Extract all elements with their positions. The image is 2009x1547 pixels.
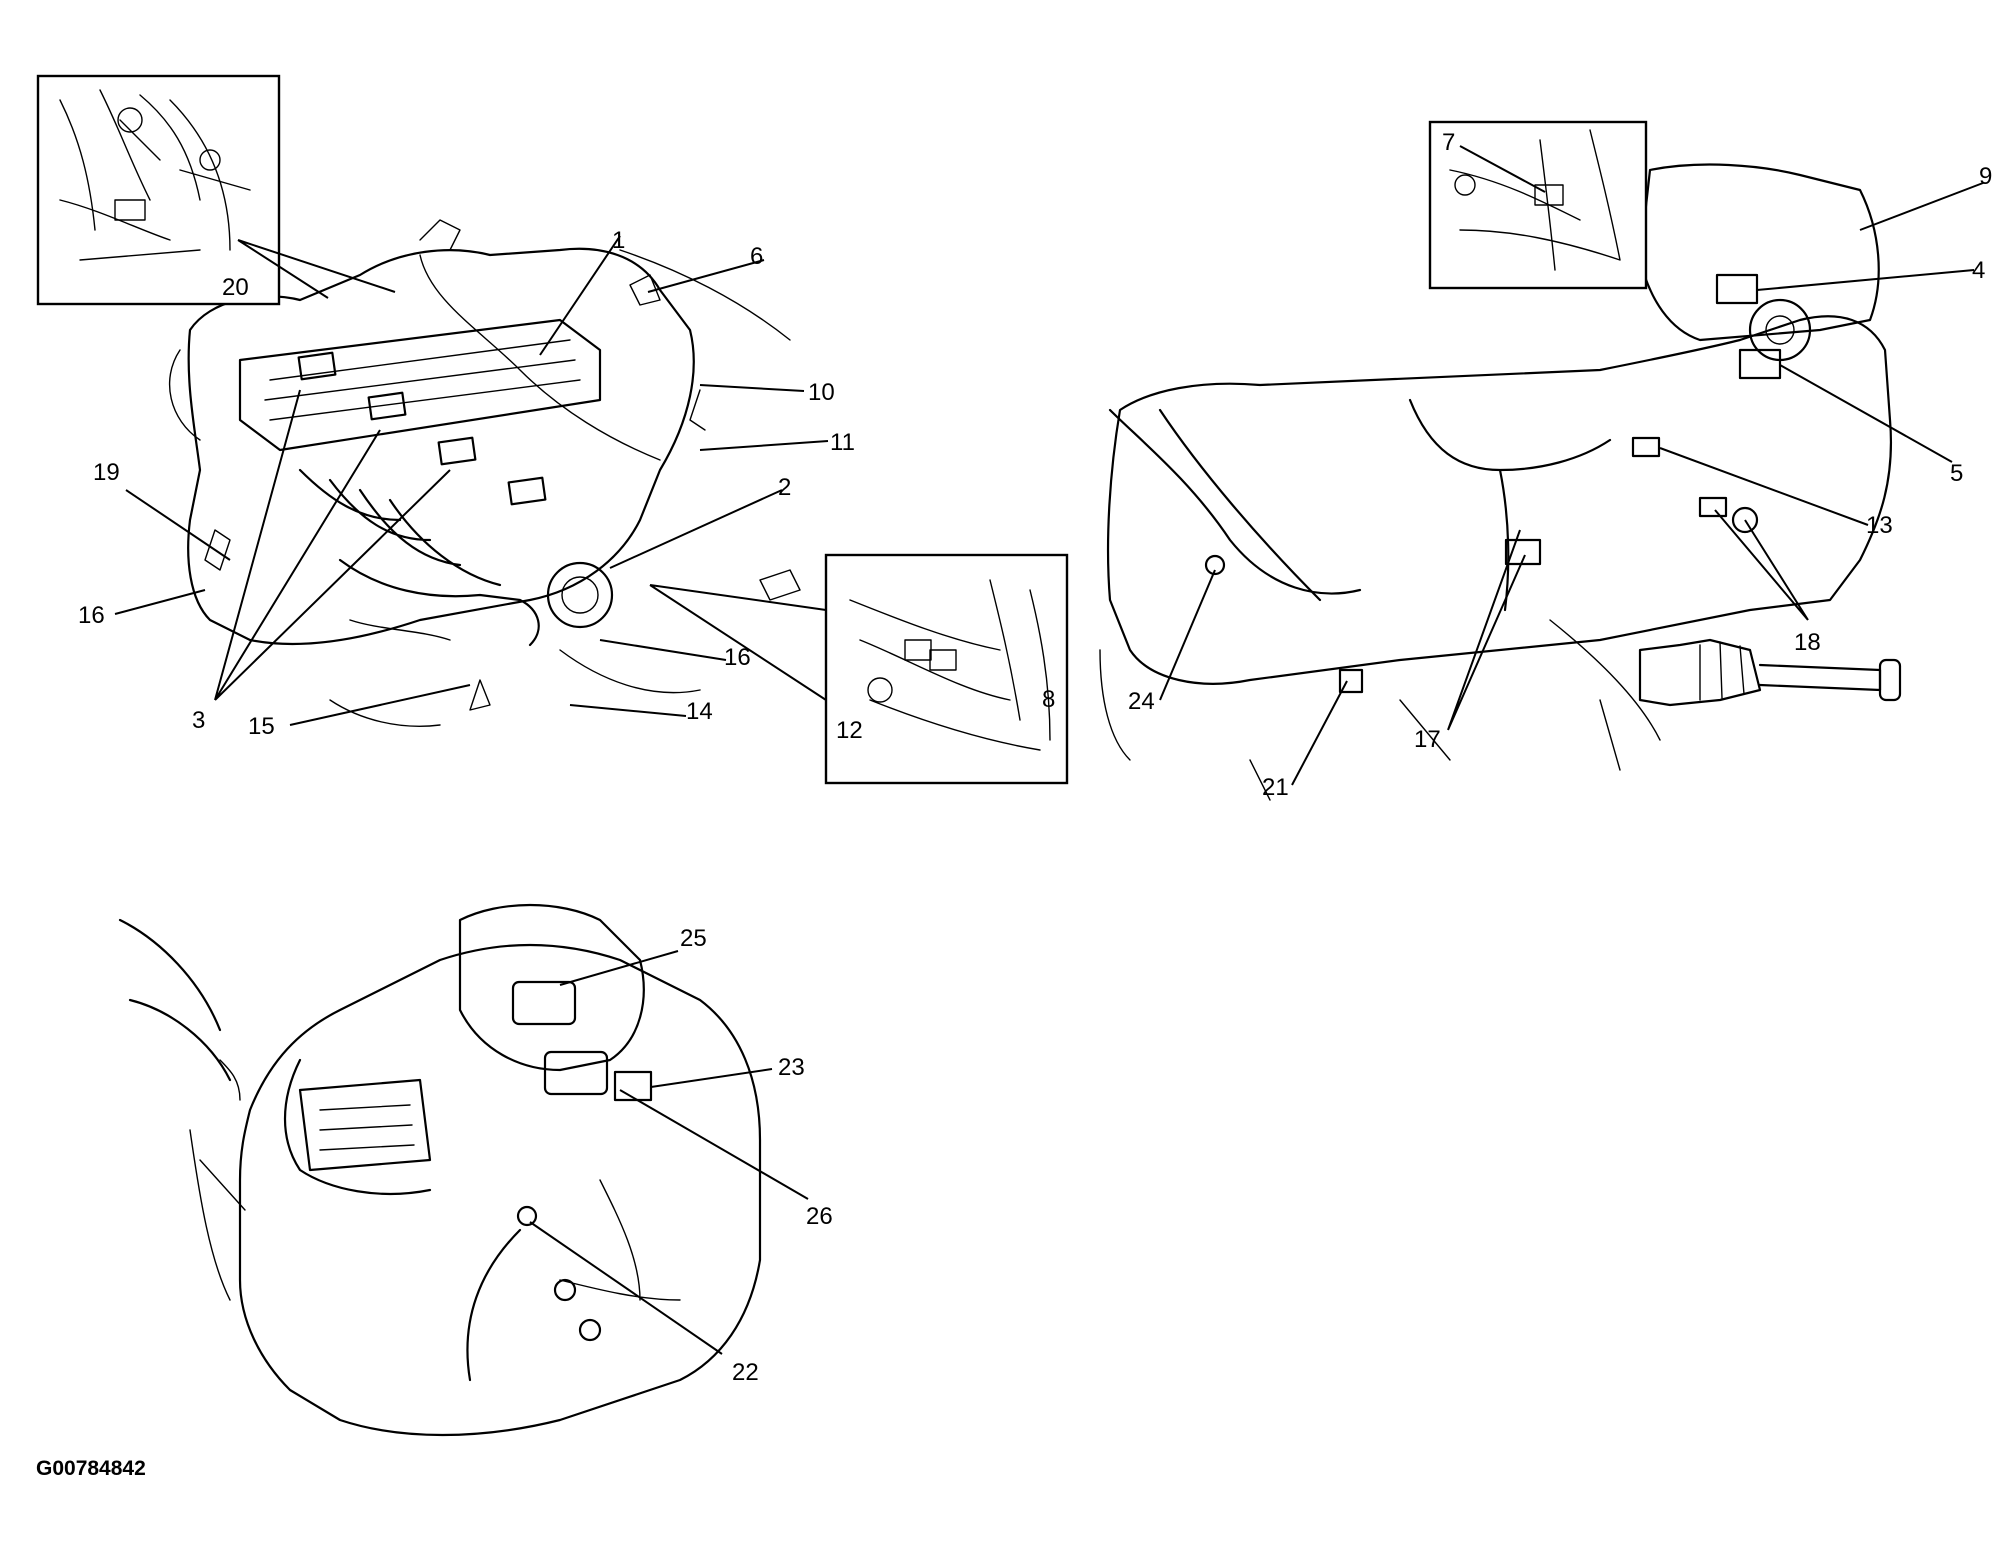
callout-24: 24 [1128, 688, 1155, 715]
callout-2: 2 [778, 474, 791, 501]
callout-19: 19 [93, 459, 120, 486]
callout-16-right: 16 [724, 644, 751, 671]
callout-3: 3 [192, 707, 205, 734]
engine-drawing-icon [1099, 163, 1902, 801]
engine-rear-right-view [1099, 120, 1984, 801]
callout-9: 9 [1979, 163, 1992, 190]
figure-id: G00784842 [36, 1457, 146, 1480]
callout-22: 22 [732, 1359, 759, 1386]
inset-detail-8-12 [824, 553, 1069, 785]
callout-12: 12 [836, 717, 863, 744]
inset-detail-20 [36, 74, 281, 306]
callout-1: 1 [612, 227, 625, 254]
callout-7: 7 [1442, 129, 1455, 156]
callout-8: 8 [1042, 686, 1055, 713]
engine-drawing-icon [168, 219, 801, 727]
callout-20: 20 [222, 274, 249, 301]
callout-15: 15 [248, 713, 275, 740]
callout-25: 25 [680, 925, 707, 952]
transaxle-bottom-view [118, 903, 809, 1437]
callout-18: 18 [1794, 629, 1821, 656]
callout-23: 23 [778, 1054, 805, 1081]
callout-labels: 1 2 3 4 5 6 7 8 9 10 11 12 13 14 15 16 1… [78, 129, 1992, 1386]
callout-4: 4 [1972, 257, 1985, 284]
callout-11: 11 [830, 429, 855, 456]
callout-26: 26 [806, 1203, 833, 1230]
transaxle-drawing-icon [118, 903, 762, 1437]
engine-top-left-view [36, 74, 1069, 785]
callout-14: 14 [686, 698, 713, 725]
callout-21: 21 [1262, 774, 1289, 801]
callout-6: 6 [750, 243, 763, 270]
callout-5: 5 [1950, 460, 1963, 487]
callout-10: 10 [808, 379, 835, 406]
callout-17: 17 [1414, 726, 1441, 753]
callout-16-left: 16 [78, 602, 105, 629]
callout-13: 13 [1866, 512, 1893, 539]
